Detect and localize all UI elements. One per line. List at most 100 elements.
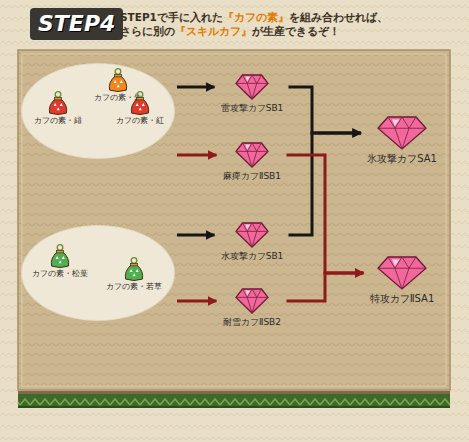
ingredient-name: カフの素・若草 bbox=[105, 281, 163, 292]
panel-inner-line bbox=[22, 54, 446, 386]
cuff-name: 特攻カフⅡSA1 bbox=[369, 292, 436, 305]
cuff-gem: 耐雪カフⅡSB2 bbox=[219, 288, 286, 329]
gem-icon bbox=[235, 222, 269, 248]
gem-outline bbox=[378, 257, 426, 289]
connector-arrow bbox=[289, 87, 362, 133]
bag-body bbox=[109, 76, 126, 91]
connector-arrow bbox=[287, 155, 364, 273]
bag-tie bbox=[114, 74, 121, 76]
ingredient-group: カフの素・朱カフの素・緋カフの素・紅 bbox=[22, 64, 174, 158]
connector-arrow bbox=[177, 300, 217, 303]
connector-arrow bbox=[287, 273, 364, 301]
bag-mark bbox=[62, 256, 65, 259]
bag-mark bbox=[136, 269, 139, 272]
ingredient-name: カフの素・紅 bbox=[115, 115, 165, 126]
cuff-gem: 特攻カフⅡSA1 bbox=[366, 256, 439, 305]
intro-text-part: を組み合わせれば、 bbox=[289, 11, 388, 23]
bag-mark bbox=[57, 107, 60, 110]
cuff-name: 麻痺カフⅡSB1 bbox=[222, 170, 283, 183]
bag-icon bbox=[123, 257, 145, 281]
bag-tie bbox=[136, 97, 143, 99]
ingredient-group: カフの素・松葉カフの素・若草 bbox=[22, 226, 174, 320]
connector-arrow bbox=[177, 234, 215, 237]
cuff-name: 水攻撃カフSB1 bbox=[220, 250, 285, 263]
bag-mark bbox=[54, 103, 57, 106]
gem-facets bbox=[378, 117, 426, 149]
bag-body bbox=[125, 265, 142, 280]
green-band bbox=[18, 394, 450, 406]
ingredient-bag: カフの素・松葉 bbox=[28, 244, 92, 279]
gem-shine bbox=[245, 77, 250, 82]
bag-icon bbox=[107, 68, 129, 92]
gem-shine bbox=[392, 259, 400, 266]
cuff-name: 耐雪カフⅡSB2 bbox=[222, 316, 283, 329]
gem-icon bbox=[377, 256, 427, 290]
bag-body bbox=[51, 252, 68, 267]
bag-mark bbox=[139, 107, 142, 110]
intro-text-part: STEP1で手に入れた bbox=[120, 11, 223, 23]
cuff-name: 氷攻撃カフSA1 bbox=[366, 152, 438, 165]
gem-outline bbox=[236, 223, 268, 247]
gem-facets bbox=[236, 223, 268, 247]
bag-mark bbox=[142, 103, 145, 106]
ingredient-bag: カフの素・若草 bbox=[102, 257, 166, 292]
gem-icon bbox=[377, 116, 427, 150]
ingredient-name: カフの素・松葉 bbox=[31, 268, 89, 279]
gem-shine bbox=[392, 119, 400, 126]
gem-icon bbox=[235, 74, 269, 100]
bag-mark bbox=[60, 103, 63, 106]
intro-text-part: さらに別の bbox=[120, 25, 175, 37]
gem-shine bbox=[245, 291, 250, 296]
highlight-text: 『カフの素』 bbox=[223, 11, 289, 23]
connector-arrow bbox=[177, 154, 217, 157]
band-line bbox=[18, 406, 450, 408]
bag-mark bbox=[130, 269, 133, 272]
gem-facets bbox=[378, 257, 426, 289]
bag-icon bbox=[129, 91, 151, 115]
bag-loop bbox=[137, 92, 143, 98]
ingredient-name: カフの素・緋 bbox=[33, 115, 83, 126]
bag-tie bbox=[56, 250, 63, 252]
connector-arrow bbox=[177, 86, 215, 89]
bag-mark bbox=[56, 256, 59, 259]
bag-body bbox=[131, 99, 148, 114]
bag-icon bbox=[47, 91, 69, 115]
bag-icon bbox=[49, 244, 71, 268]
cuff-gem: 水攻撃カフSB1 bbox=[217, 222, 288, 263]
ingredient-bag: カフの素・紅 bbox=[112, 91, 168, 126]
bag-mark bbox=[120, 80, 123, 83]
gem-icon bbox=[235, 142, 269, 168]
bag-mark bbox=[59, 260, 62, 263]
bag-tie bbox=[54, 97, 61, 99]
gem-shine bbox=[245, 145, 250, 150]
cuff-gem: 氷攻撃カフSA1 bbox=[363, 116, 441, 165]
gem-outline bbox=[236, 143, 268, 167]
bag-body bbox=[49, 99, 66, 114]
bag-loop bbox=[115, 69, 121, 75]
cuff-gem: 雷攻撃カフSB1 bbox=[217, 74, 288, 115]
bag-loop bbox=[57, 245, 63, 251]
highlight-text: 『スキルカフ』 bbox=[175, 25, 252, 37]
bag-tie bbox=[130, 263, 137, 265]
bag-mark bbox=[117, 84, 120, 87]
gem-outline bbox=[236, 75, 268, 99]
ingredient-bag: カフの素・緋 bbox=[30, 91, 86, 126]
gem-outline bbox=[236, 289, 268, 313]
bag-mark bbox=[133, 273, 136, 276]
step-badge: STEP4 bbox=[30, 8, 123, 40]
gem-shine bbox=[245, 225, 250, 230]
panel bbox=[18, 50, 450, 390]
cuff-name: 雷攻撃カフSB1 bbox=[220, 102, 285, 115]
gem-icon bbox=[235, 288, 269, 314]
gem-facets bbox=[236, 289, 268, 313]
step-title: STEP4 bbox=[38, 10, 115, 38]
bag-loop bbox=[131, 258, 137, 264]
cuff-gem: 麻痺カフⅡSB1 bbox=[219, 142, 286, 183]
intro-text: STEP1で手に入れた『カフの素』を組み合わせれば、さらに別の『スキルカフ』が生… bbox=[120, 10, 388, 38]
intro-text-part: が生産できるぞ！ bbox=[252, 25, 340, 37]
gem-facets bbox=[236, 75, 268, 99]
gem-outline bbox=[378, 117, 426, 149]
gem-facets bbox=[236, 143, 268, 167]
